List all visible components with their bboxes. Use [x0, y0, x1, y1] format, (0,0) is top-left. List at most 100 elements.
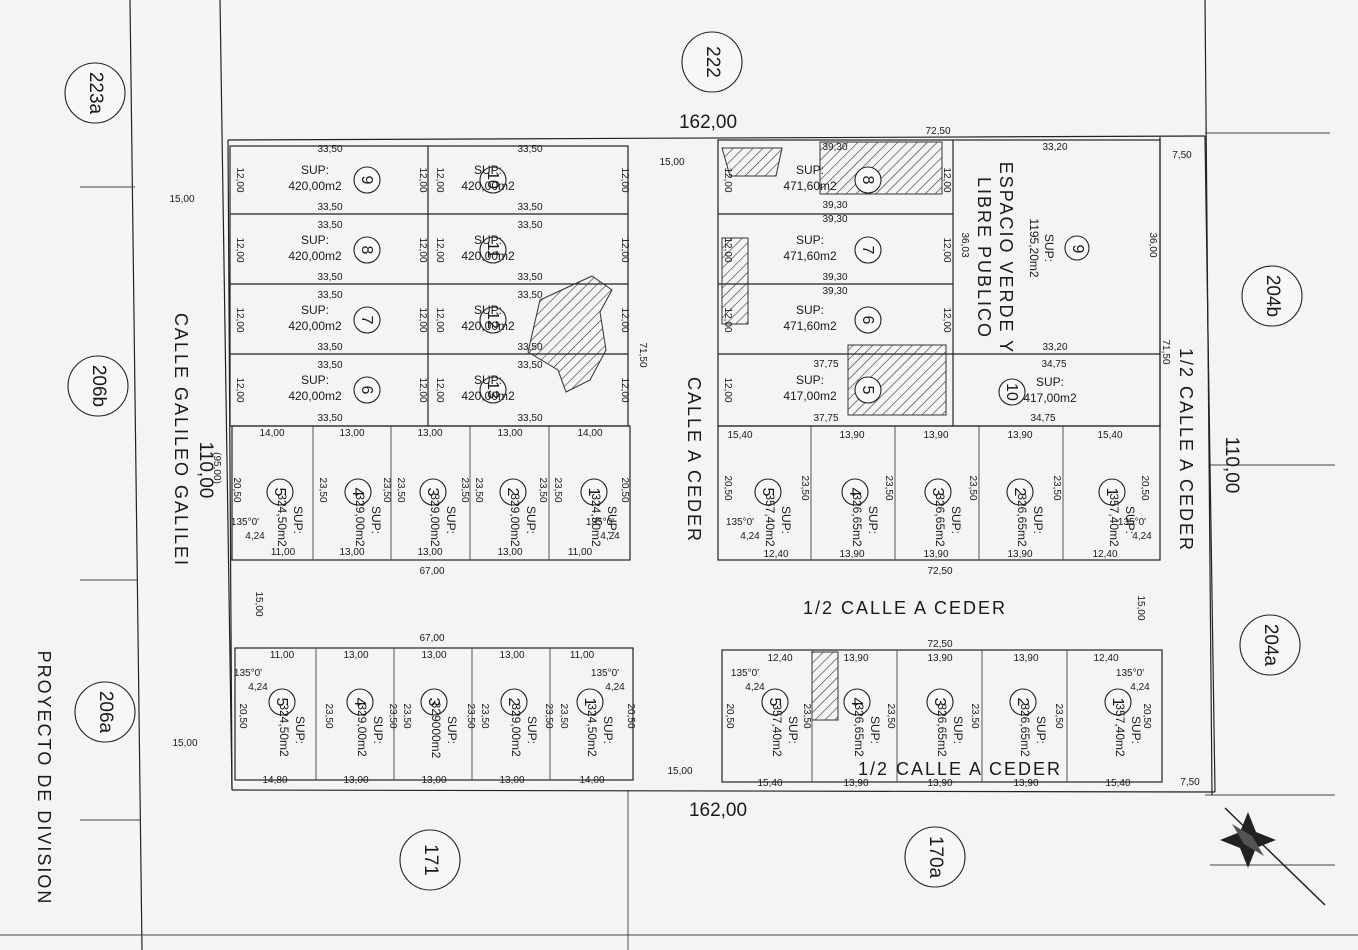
strip-bottom-right-lot-1-number-circle — [1104, 688, 1132, 716]
dim-um-width-a: 33,50 — [517, 144, 542, 155]
dim-ul-width-h: 33,50 — [317, 413, 342, 424]
dim-bl-depth-6: 23,50 — [543, 703, 554, 728]
dim-lot5-bottom: 37,75 — [813, 413, 838, 424]
strip-bottom-left-lot-4-sup-label: SUP: — [371, 716, 385, 744]
strip-blocks — [231, 425, 1163, 783]
dim-tl-bottom-0: 11,00 — [271, 547, 296, 558]
dim-tr-depth-2: 23,50 — [883, 475, 894, 500]
dim-tl-depth-3: 23,50 — [395, 477, 406, 502]
chamfer-note-2: 4,24 — [740, 531, 760, 542]
chamfer-note-7: 4,24 — [1130, 682, 1150, 693]
angle-note-2: 135°0' — [726, 517, 754, 528]
strip-top-right-lot-3-number-circle — [924, 478, 952, 506]
dim-green-top: 33,20 — [1042, 142, 1067, 153]
upper-mid-lot-13-area: 420,00m2 — [461, 389, 515, 403]
strip-bottom-right-lot-1-sup-label: SUP: — [1129, 716, 1143, 744]
upper-left-lot-8-number-circle — [353, 236, 381, 264]
dim-br-depth-5: 20,50 — [1141, 703, 1152, 728]
dim-ul-height-2: 12,00 — [234, 307, 245, 332]
dim-tr-depth-1: 23,50 — [799, 475, 810, 500]
compass-icon — [1220, 807, 1326, 906]
dim-ul-width-f: 33,50 — [317, 342, 342, 353]
dim-ul-height-1: 12,00 — [234, 237, 245, 262]
hatched-areas — [527, 141, 947, 721]
strip-top-right-lot-4-number: 4 — [846, 488, 863, 497]
strip-top-left-lot-3-sup-label: SUP: — [444, 506, 458, 534]
dim-lower-left-bottom: 67,00 — [419, 633, 444, 644]
strip-top-left-lot-1-sup-label: SUP: — [605, 506, 619, 534]
dim-tr-bottom-1: 13,90 — [839, 549, 864, 560]
block-label-206b: 206b — [67, 355, 129, 417]
svg-text:SUP:: SUP: — [1042, 234, 1056, 262]
upper-left-lot-6-sup-label: SUP: — [301, 373, 329, 387]
dim-br-depth-3: 23,50 — [969, 703, 980, 728]
street-left: CALLE GALILEO GALILEI — [171, 313, 191, 567]
upper-left-lot-9-number: 9 — [358, 176, 375, 185]
upper-right-lot-6-sup-label: SUP: — [796, 303, 824, 317]
dim-tr-top-4: 15,40 — [1097, 430, 1122, 441]
strip-top-right-lot-2-area: 326,65m2 — [1015, 493, 1029, 547]
dim-tr-top-1: 13,90 — [839, 430, 864, 441]
dim-tr-top-3: 13,90 — [1007, 430, 1032, 441]
dim-mid-length: 71,50 — [637, 342, 648, 367]
dim-ul-width-g: 33,50 — [317, 360, 342, 371]
strip-top-right-lot-5-number: 5 — [759, 488, 776, 497]
upper-left-lot-9-area: 420,00m2 — [288, 179, 342, 193]
upper-left-lot-8-sup-label: SUP: — [301, 233, 329, 247]
dim-um-height-0: 12,00 — [434, 167, 445, 192]
dim-um-width-d: 33,50 — [517, 272, 542, 283]
dim-um-width-c: 33,50 — [517, 220, 542, 231]
dim-ur-width-a: 39,30 — [822, 142, 847, 153]
strip-top-right-lot-2-sup-label: SUP: — [1031, 506, 1045, 534]
upper-mid-lot-13-sup-label: SUP: — [474, 373, 502, 387]
strip-top-left-lot-2-sup-label: SUP: — [524, 506, 538, 534]
dim-ul-mid-height-1: 12,00 — [417, 237, 428, 262]
strip-top-right-lot-4-number-circle — [841, 478, 869, 506]
dim-br-bottom-0: 15,40 — [757, 778, 782, 789]
dim-bottom-total: 162,00 — [689, 800, 747, 821]
strip-bottom-left-lot-3-number: 3 — [425, 698, 442, 707]
strip-top-right-lot-1-number-circle — [1098, 478, 1126, 506]
strip-bottom-right-lot-2-sup-label: SUP: — [1034, 716, 1048, 744]
block-label-170a: 170a — [904, 826, 966, 888]
upper-right-lot-5-sup-label: SUP: — [796, 373, 824, 387]
strip-bottom-left-lot-5-area: 324,50m2 — [277, 703, 291, 757]
strip-top-left-lot-2-number: 2 — [504, 488, 521, 497]
strip-top-left-lot-5-number: 5 — [271, 488, 288, 497]
dim-ur-right-height-0: 12,00 — [941, 167, 952, 192]
block-label-206a: 206a — [74, 681, 136, 743]
strip-bottom-left-lot-1-number: 1 — [581, 698, 598, 707]
dim-ur-width-d: 39,30 — [822, 272, 847, 283]
upper-left-lot-7-number: 7 — [358, 316, 375, 325]
strip-top-right-lot-3-number: 3 — [929, 488, 946, 497]
dim-right-total: 110,00 — [1221, 437, 1242, 494]
dim-bl-bottom-4: 14,00 — [579, 775, 604, 786]
chamfer-note-3: 4,24 — [1132, 531, 1152, 542]
dim-bl-bottom-0: 14,80 — [262, 775, 287, 786]
dim-ul-width-d: 33,50 — [317, 272, 342, 283]
angle-note-1: 135°0' — [586, 517, 614, 528]
dim-tr-top-0: 15,40 — [727, 430, 752, 441]
dim-tl-depth-7: 23,50 — [552, 477, 563, 502]
street-bottom: 1/2 CALLE A CEDER — [858, 759, 1062, 779]
upper-left-lot-6-number: 6 — [358, 386, 375, 395]
strip-bottom-left-lot-3-area: 329000m2 — [429, 702, 443, 759]
strip-bottom-left-lot-4-number: 4 — [351, 698, 368, 707]
upper-left-lot-7-area: 420,00m2 — [288, 319, 342, 333]
strip-bottom-left-lot-2-number: 2 — [505, 698, 522, 707]
upper-right-lot-8-area: 471,60m2 — [783, 179, 837, 193]
upper-left-lot-8-number: 8 — [358, 246, 375, 255]
dim-um-width-g: 33,50 — [517, 360, 542, 371]
dim-tl-top-2: 13,00 — [417, 428, 442, 439]
angle-note-4: 135°0' — [234, 668, 262, 679]
upper-mid-lot-12-area: 420,00m2 — [461, 319, 515, 333]
strip-bottom-right-lot-1-number: 1 — [1109, 698, 1126, 707]
angle-note-6: 135°0' — [731, 668, 759, 679]
dim-tr-bottom-3: 13,90 — [1007, 549, 1032, 560]
street-middle: 1/2 CALLE A CEDER — [803, 598, 1007, 618]
dim-tl-depth-8: 20,50 — [619, 477, 630, 502]
dim-bl-depth-8: 20,50 — [625, 703, 636, 728]
upper-right-lot-7-sup-label: SUP: — [796, 233, 824, 247]
dim-tl-depth-4: 23,50 — [459, 477, 470, 502]
strip-bottom-right-lot-2-area: 326,65m2 — [1018, 703, 1032, 757]
